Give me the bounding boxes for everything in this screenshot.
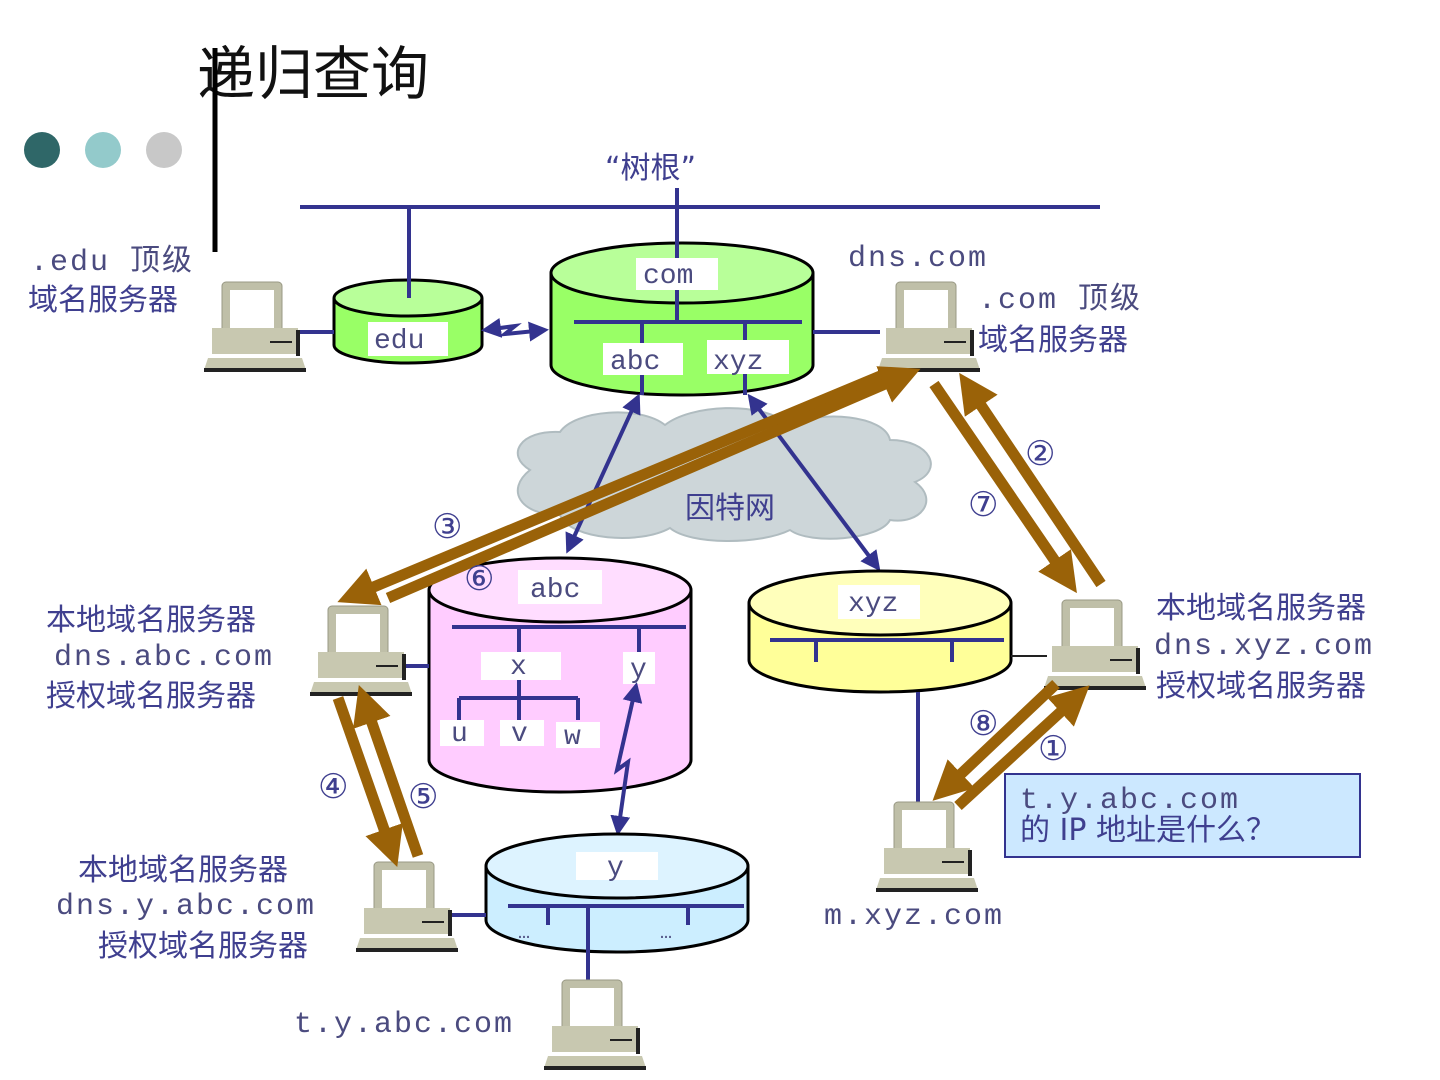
xyz-local-label-line2: dns.xyz.com	[1154, 630, 1374, 664]
abc-y-link	[610, 682, 643, 836]
edu-label: edu	[374, 326, 424, 357]
y-local-label-line3: 授权域名服务器	[98, 929, 308, 964]
com-child-xyz-label: xyz	[713, 347, 763, 378]
y-local-label-line1: 本地域名服务器	[78, 853, 288, 888]
xyz-label: xyz	[848, 589, 898, 620]
com-tld-label-line2: 域名服务器	[978, 323, 1128, 358]
edu-domain: edu	[332, 207, 484, 365]
abc-local-label-line3: 授权域名服务器	[46, 679, 256, 714]
xyz-local-server-icon	[1043, 599, 1147, 691]
step-2-label: ②	[1025, 434, 1055, 474]
abc-child-y-label: y	[630, 655, 647, 686]
x-child-u-label: u	[451, 719, 468, 750]
page-title: 递归查询	[197, 40, 429, 108]
step-1-arrow	[954, 685, 1090, 811]
step-3-arrow	[337, 366, 893, 606]
client-host-name: m.xyz.com	[824, 900, 1004, 934]
step-3-label: ③	[432, 507, 462, 547]
y-domain-label: y	[607, 853, 624, 884]
com-abc-link	[565, 393, 641, 554]
abc-local-server-icon	[309, 605, 413, 697]
step-8-label: ⑧	[968, 704, 998, 744]
x-child-w-label: w	[564, 722, 581, 753]
step-2-arrow	[959, 372, 1106, 588]
step-5-arrow	[353, 685, 424, 858]
abc-label: abc	[530, 575, 580, 606]
question-line1: t.y.abc.com	[1020, 784, 1240, 818]
target-host-icon	[543, 979, 647, 1071]
y-local-server-icon	[355, 861, 459, 953]
xyz-local-label-line1: 本地域名服务器	[1156, 591, 1366, 626]
y-local-label-line2: dns.y.abc.com	[56, 890, 316, 924]
abc-local-label-line2: dns.abc.com	[54, 641, 274, 675]
xyz-local-label-line3: 授权域名服务器	[1156, 669, 1366, 704]
y-ellipsis-left: …	[518, 922, 530, 945]
step-4-label: ④	[318, 767, 348, 807]
step-6-arrow	[385, 366, 921, 604]
com-domain: com abc xyz	[549, 240, 815, 397]
com-child-abc-label: abc	[610, 347, 660, 378]
step-6-label: ⑥	[464, 559, 494, 599]
abc-local-label-line1: 本地域名服务器	[46, 603, 256, 638]
step-7-label: ⑦	[968, 485, 998, 525]
xyz-domain: xyz	[747, 569, 1013, 805]
com-label: com	[643, 261, 693, 292]
edu-tld-label-line2: 域名服务器	[28, 283, 178, 318]
question-line2: 的 IP 地址是什么？	[1020, 813, 1276, 848]
step-4-arrow	[332, 696, 403, 867]
root-label: “树根”	[605, 151, 696, 186]
com-tld-name: dns.com	[848, 242, 988, 276]
decor-dot-light-teal	[85, 132, 121, 168]
x-child-v-label: v	[511, 719, 528, 750]
y-domain: y … …	[484, 832, 750, 980]
question-box	[1004, 773, 1361, 858]
edu-com-link	[481, 317, 549, 342]
client-host-icon	[875, 801, 979, 893]
decor-dot-grey	[146, 132, 182, 168]
target-host-name: t.y.abc.com	[294, 1008, 514, 1042]
com-tld-label-line1: .com 顶级	[978, 282, 1142, 318]
abc-child-x-label: x	[510, 652, 527, 683]
step-1-label: ①	[1038, 729, 1068, 769]
step-7-arrow	[929, 380, 1077, 594]
y-ellipsis-right: …	[660, 922, 672, 945]
com-tld-server-icon	[877, 281, 981, 373]
edu-tld-server-icon	[203, 281, 307, 373]
step-8-arrow	[932, 680, 1060, 801]
edu-tld-label-line1: .edu 顶级	[30, 244, 194, 280]
decor-dot-dark-teal	[24, 132, 60, 168]
internet-label: 因特网	[685, 491, 775, 526]
step-5-label: ⑤	[408, 777, 438, 817]
